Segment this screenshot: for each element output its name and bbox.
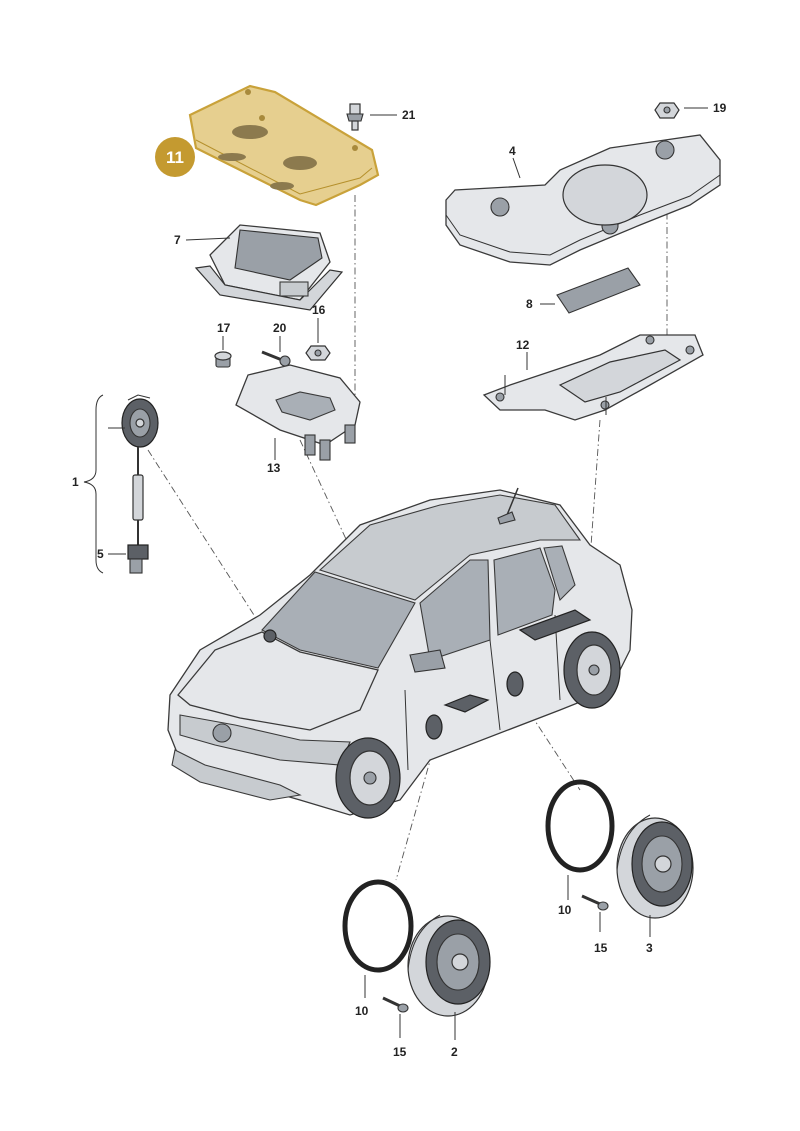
part-5-connector[interactable]: 5 (97, 544, 149, 574)
label-7: 7 (174, 233, 181, 247)
part-15-screw-lower[interactable]: 15 (382, 996, 409, 1059)
badge-number: 11 (166, 148, 184, 167)
label-8: 8 (526, 297, 533, 311)
vehicle-illustration (167, 487, 633, 819)
part-3-speaker[interactable]: 3 (616, 814, 694, 955)
part-21-screw[interactable]: 21 (346, 103, 416, 131)
part-11-cover-highlighted[interactable] (188, 84, 380, 207)
label-10-upper: 10 (558, 903, 572, 917)
part-10-ring-upper[interactable]: 10 (545, 779, 615, 917)
part-10-ring-lower[interactable]: 10 (342, 879, 414, 1018)
part-16-nut[interactable]: 16 (305, 303, 331, 361)
part-7-control-unit[interactable]: 7 (174, 224, 344, 311)
label-21: 21 (402, 108, 416, 122)
label-15-upper: 15 (594, 941, 608, 955)
label-17: 17 (217, 321, 231, 335)
label-13: 13 (267, 461, 281, 475)
part-11-badge[interactable]: 11 (155, 137, 195, 177)
label-10-lower: 10 (355, 1004, 369, 1018)
label-3: 3 (646, 941, 653, 955)
part-19-nut[interactable]: 19 (654, 101, 727, 119)
label-15-lower: 15 (393, 1045, 407, 1059)
label-4: 4 (509, 144, 516, 158)
part-13-bracket[interactable]: 13 (235, 364, 361, 475)
label-20: 20 (273, 321, 287, 335)
part-4-housing[interactable]: 4 (445, 134, 721, 266)
label-12: 12 (516, 338, 530, 352)
part-8-pad[interactable]: 8 (526, 267, 641, 314)
label-19: 19 (713, 101, 727, 115)
label-5: 5 (97, 547, 104, 561)
part-2-speaker[interactable]: 2 (407, 914, 491, 1059)
label-2: 2 (451, 1045, 458, 1059)
part-17-clip[interactable]: 17 (214, 321, 232, 368)
part-1-assembly[interactable]: 1 (72, 394, 159, 574)
part-15-screw-upper[interactable]: 15 (581, 894, 609, 955)
part-20-screw[interactable]: 20 (261, 321, 291, 367)
label-1: 1 (72, 475, 79, 489)
part-12-bracket[interactable]: 12 (482, 334, 704, 421)
label-16: 16 (312, 303, 326, 317)
